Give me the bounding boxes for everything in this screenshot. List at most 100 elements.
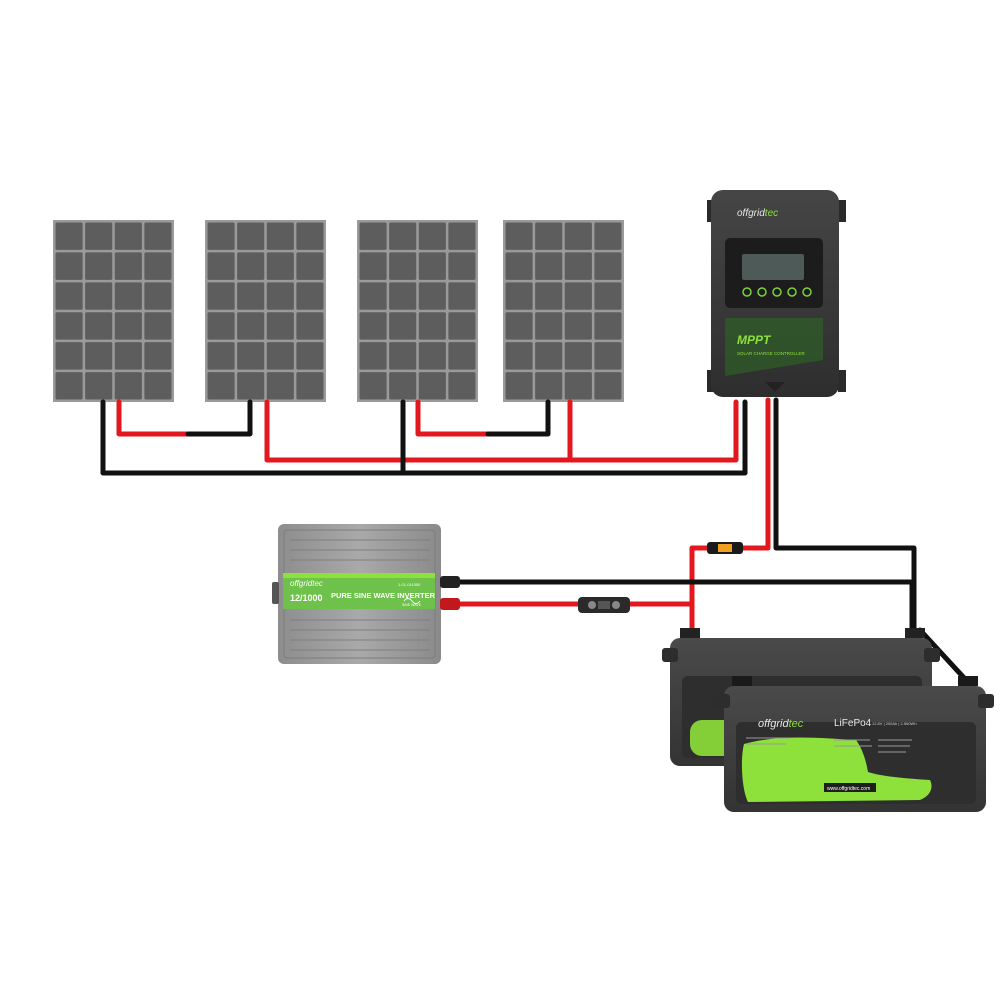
- solar-cell: [389, 222, 417, 250]
- solar-cell: [266, 372, 294, 400]
- solar-cell: [448, 222, 476, 250]
- solar-cell: [114, 222, 142, 250]
- solar-cell: [114, 282, 142, 310]
- solar-cell: [418, 372, 446, 400]
- solar-cell: [594, 312, 622, 340]
- solar-cell: [237, 222, 265, 250]
- inverter-brand-tec: tec: [312, 579, 323, 588]
- solar-panel-3: [357, 220, 478, 402]
- solar-cell: [448, 372, 476, 400]
- solar-cell: [144, 312, 172, 340]
- solar-cell: [359, 222, 387, 250]
- solar-cell: [55, 252, 83, 280]
- solar-cell: [505, 312, 533, 340]
- solar-cell: [418, 342, 446, 370]
- mppt-charge-controller: MPPT SOLAR CHARGE CONTROLLER offgridtec: [707, 190, 846, 397]
- solar-cell: [564, 342, 592, 370]
- fuse-holder-battery: [707, 542, 743, 554]
- solar-cell: [114, 372, 142, 400]
- solar-cell: [85, 222, 113, 250]
- solar-cell: [207, 372, 235, 400]
- controller-brand-logo: offgridtec: [737, 208, 778, 219]
- solar-cell: [505, 282, 533, 310]
- solar-cell: [296, 282, 324, 310]
- solar-cell: [237, 252, 265, 280]
- solar-cell: [144, 282, 172, 310]
- solar-cell: [564, 282, 592, 310]
- solar-cell: [114, 342, 142, 370]
- solar-cell: [359, 372, 387, 400]
- solar-cell: [594, 282, 622, 310]
- solar-cell: [55, 312, 83, 340]
- solar-cell: [448, 282, 476, 310]
- controller-subtitle-label: SOLAR CHARGE CONTROLLER: [737, 351, 806, 356]
- solar-cell: [207, 222, 235, 250]
- solar-cell: [389, 282, 417, 310]
- inverter-code-label: 1-01-011050: [398, 582, 421, 587]
- cable-controller-battery-negative: [773, 397, 917, 631]
- solar-cell: [535, 222, 563, 250]
- solar-cell: [448, 252, 476, 280]
- solar-cell: [266, 222, 294, 250]
- solar-cell: [594, 222, 622, 250]
- solar-cell: [237, 342, 265, 370]
- solar-cell: [505, 252, 533, 280]
- lcd-screen: [742, 254, 804, 280]
- solar-panel-4: [503, 220, 624, 402]
- solar-cell: [266, 312, 294, 340]
- solar-cell: [505, 372, 533, 400]
- solar-cell: [114, 312, 142, 340]
- solar-cell: [564, 252, 592, 280]
- solar-cell: [389, 372, 417, 400]
- controller-model-label: MPPT: [737, 333, 772, 347]
- solar-cell: [85, 342, 113, 370]
- solar-cell: [535, 342, 563, 370]
- solar-cell: [266, 342, 294, 370]
- cable-string-negative-bus: [100, 399, 748, 476]
- cable-p4-negative-link: [485, 399, 551, 437]
- battery-chemistry-label: LiFePo4: [834, 718, 872, 729]
- controller-brand-off: offgrid: [737, 208, 765, 219]
- controller-brand-tec: tec: [765, 208, 778, 219]
- solar-cell: [594, 252, 622, 280]
- solar-cell: [296, 312, 324, 340]
- solar-cell: [535, 372, 563, 400]
- solar-cell: [389, 342, 417, 370]
- solar-cell: [144, 342, 172, 370]
- panel-frame: [53, 220, 174, 402]
- panel-frame: [503, 220, 624, 402]
- pure-sine-wave-inverter: offgridtec 12/1000 PURE SINE WAVE INVERT…: [272, 524, 460, 664]
- solar-cell: [448, 312, 476, 340]
- solar-cell: [55, 372, 83, 400]
- control-buttons: [742, 287, 812, 297]
- cable-string-positive-bus: [264, 399, 739, 463]
- solar-cell: [535, 282, 563, 310]
- solar-cell: [114, 252, 142, 280]
- cable-p2-negative-link: [185, 399, 253, 437]
- solar-cell: [564, 222, 592, 250]
- battery-brand-logo: offgridtec: [758, 718, 804, 730]
- solar-cell: [85, 252, 113, 280]
- solar-cell: [359, 312, 387, 340]
- inverter-title-label: PURE SINE WAVE INVERTER: [331, 591, 436, 600]
- cable-p3-positive: [415, 399, 491, 437]
- solar-cell: [535, 252, 563, 280]
- inverter-ac-outlet: [272, 582, 279, 604]
- solar-cell: [296, 372, 324, 400]
- battery-brand-off: offgrid: [758, 718, 789, 730]
- solar-cell: [418, 312, 446, 340]
- solar-cell: [207, 282, 235, 310]
- solar-cell: [418, 252, 446, 280]
- cable-battery-positive-main: [689, 545, 711, 633]
- solar-cell: [418, 282, 446, 310]
- inverter-brand-logo: offgridtec: [290, 579, 323, 588]
- solar-panel-2: [205, 220, 326, 402]
- solar-cell: [55, 282, 83, 310]
- solar-cell: [389, 312, 417, 340]
- solar-cell: [296, 252, 324, 280]
- solar-cell: [85, 312, 113, 340]
- solar-cell: [207, 342, 235, 370]
- solar-cell: [207, 312, 235, 340]
- cable-controller-battery-positive: [739, 397, 771, 551]
